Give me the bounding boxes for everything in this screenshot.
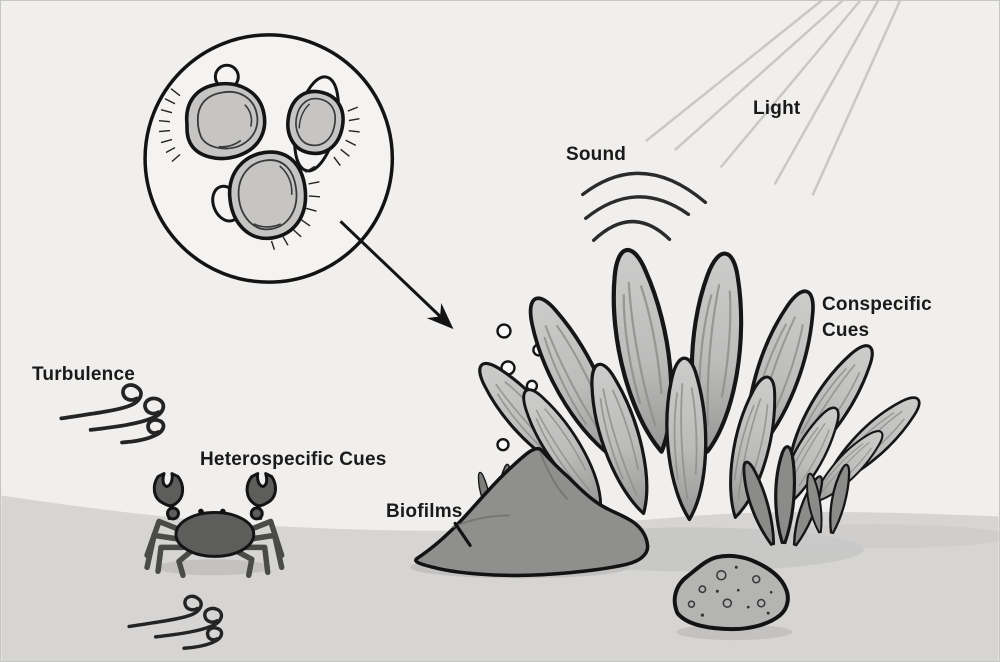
spotted-rock-icon [672,553,790,632]
magnifier-circle-larvae-icon [143,33,395,284]
light-rays-icon [645,1,902,196]
sound-waves-icon [581,171,708,242]
label-light: Light [753,98,801,119]
label-conspecific-cues: Conspecific Cues [822,294,932,341]
oyster-larva [286,75,360,173]
label-biofilms: Biofilms [386,501,463,522]
biofilm-rock-icon [414,446,650,578]
biofilms-pointer-line [453,521,472,547]
oyster-larva [158,63,267,163]
label-heterospecific-cues: Heterospecific Cues [200,449,387,470]
label-sound: Sound [566,144,627,165]
arrow-icon [339,220,454,330]
oyster-larva [211,150,321,250]
crab-icon [144,472,285,579]
label-turbulence: Turbulence [32,364,135,385]
